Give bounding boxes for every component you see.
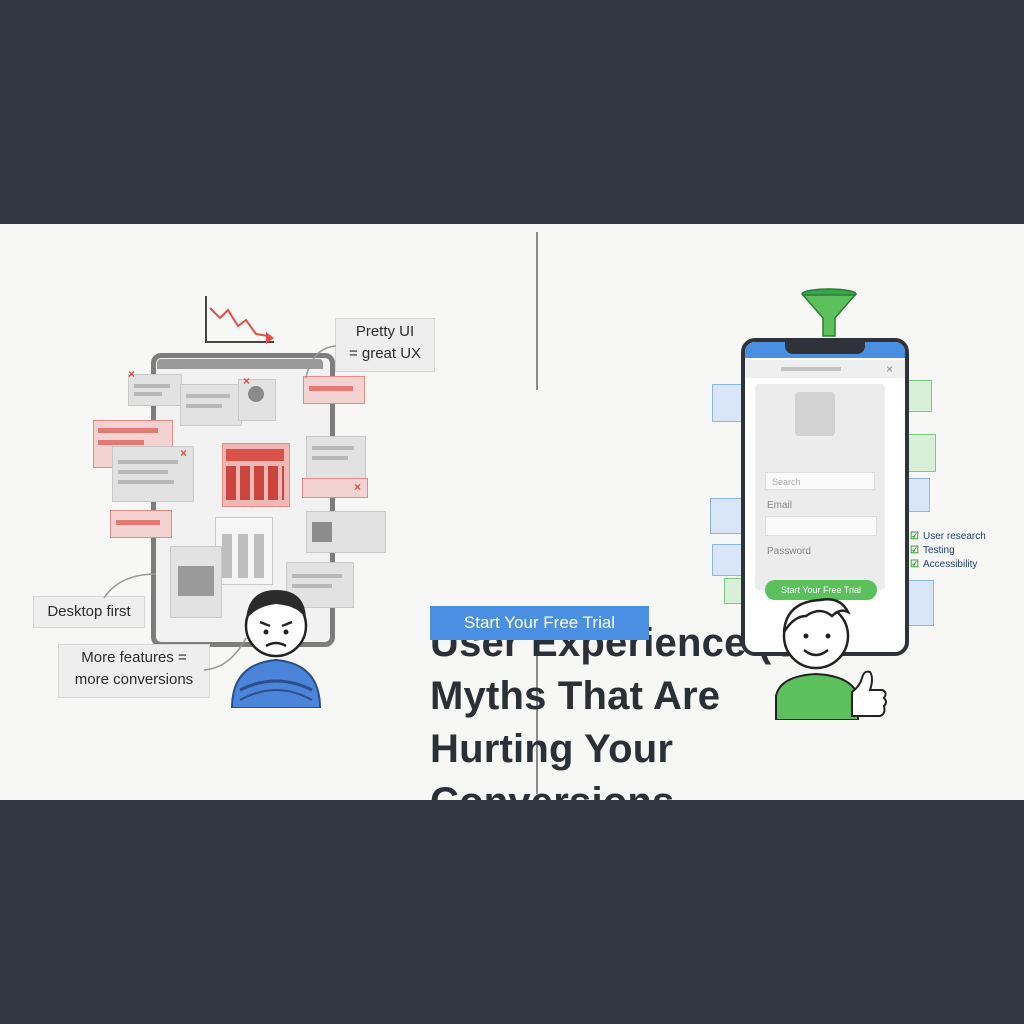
image-placeholder (312, 522, 332, 542)
headline-line-3: Hurting Your (430, 727, 674, 771)
myth-desktop-first-note: Desktop first (33, 596, 145, 628)
divider-top (536, 232, 538, 390)
email-field[interactable] (765, 516, 877, 536)
myth-more-features-line2: more conversions (74, 671, 194, 688)
error-banner-3 (302, 478, 368, 498)
calendar-grid (226, 466, 284, 500)
funnel-icon (801, 288, 857, 337)
floating-card-7 (712, 544, 742, 576)
email-label: Email (767, 500, 793, 511)
close-icon[interactable]: × (127, 367, 135, 381)
myth-more-features-note: More features = more conversions (58, 644, 210, 698)
close-icon[interactable]: × (242, 374, 250, 388)
connector-more-features (203, 637, 247, 671)
checklist-item-1: ☑User research (910, 531, 986, 542)
avatar (248, 386, 264, 402)
dialog-window-1 (112, 446, 194, 502)
headline-line-2: Myths That Are (430, 674, 721, 718)
password-label: Password (767, 546, 811, 557)
phone-start-trial-button[interactable]: Start Your Free Trial (765, 580, 877, 600)
search-input[interactable]: Search (765, 472, 875, 490)
checklist-item-2: ☑Testing (910, 545, 955, 556)
image-placeholder (178, 566, 214, 596)
myth-desktop-first-label: Desktop first (47, 603, 131, 620)
myth-more-features-line1: More features = (81, 649, 187, 666)
popup-window-1 (128, 374, 182, 406)
close-icon[interactable]: × (885, 362, 893, 376)
myth-pretty-ui-line2: = great UX (348, 345, 422, 362)
divider-bottom (536, 654, 538, 794)
connector-pretty-ui (305, 345, 337, 379)
phone-header-bar: × (745, 360, 905, 378)
checkmark-icon: ☑ (910, 559, 919, 570)
myth-pretty-ui-note: Pretty UI = great UX (335, 318, 435, 372)
floating-card-6 (710, 498, 744, 534)
tablet-top-bar (157, 359, 323, 369)
connector-desktop-first (103, 573, 157, 599)
happy-user-illustration (775, 598, 887, 720)
checklist-item-3: ☑Accessibility (910, 559, 978, 570)
phone-notch (785, 342, 865, 354)
checkbox-grid-window (215, 517, 273, 585)
checkmark-icon: ☑ (910, 531, 919, 542)
floating-card-5 (712, 384, 744, 422)
profile-placeholder (795, 392, 835, 436)
thumbs-up-icon (851, 670, 887, 717)
trend-down-icon (205, 296, 274, 344)
close-icon[interactable]: × (179, 446, 187, 460)
calendar-header (226, 449, 284, 461)
start-free-trial-button[interactable]: Start Your Free Trial (430, 606, 649, 640)
poster-canvas: × × × × (0, 224, 1024, 800)
frustrated-user-illustration (230, 590, 322, 708)
close-icon[interactable]: × (353, 480, 361, 494)
checkbox-grid (222, 534, 266, 578)
checkmark-icon: ☑ (910, 545, 919, 556)
myth-pretty-ui-line1: Pretty UI (355, 323, 415, 340)
headline-line-4: Conversions (430, 776, 910, 800)
